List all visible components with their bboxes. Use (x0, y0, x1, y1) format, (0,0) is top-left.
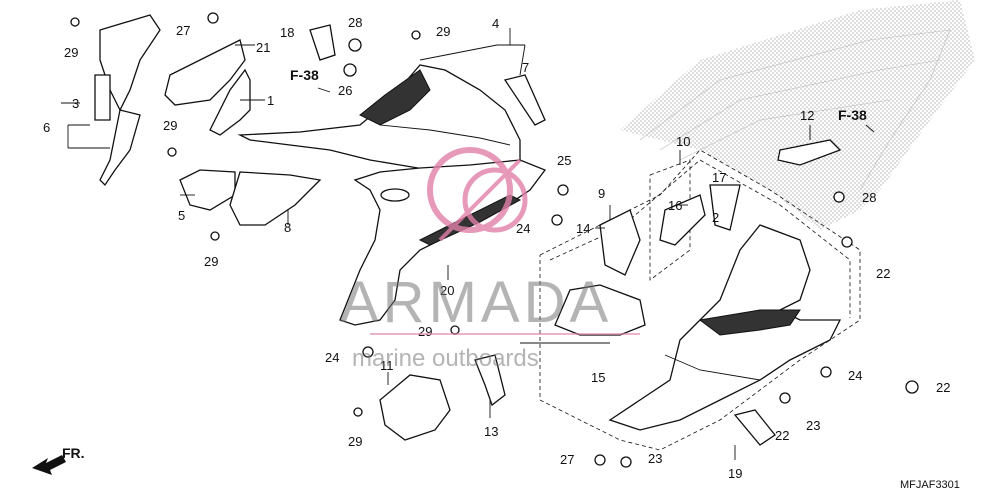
callout-7: 7 (522, 60, 529, 75)
callout-25: 25 (557, 153, 571, 168)
callout-22-b: 22 (775, 428, 789, 443)
callout-29-f: 29 (348, 434, 362, 449)
callout-13: 13 (484, 424, 498, 439)
fasteners (70, 12, 919, 468)
callout-26: 26 (338, 83, 352, 98)
callout-14: 14 (576, 221, 590, 236)
callout-1: 1 (267, 93, 274, 108)
callout-20: 20 (440, 283, 454, 298)
callout-24-c: 24 (848, 368, 862, 383)
front-arrow: FR. (32, 445, 85, 475)
watermark: ARMADA marine outboards (340, 147, 640, 372)
ref-f38-left: F-38 (290, 67, 319, 83)
callout-28-b: 28 (862, 190, 876, 205)
callout-10: 10 (676, 134, 690, 149)
callout-18: 18 (280, 25, 294, 40)
callout-24-b: 24 (325, 350, 339, 365)
under-cowl (608, 224, 842, 431)
callout-9: 9 (598, 186, 605, 201)
ref-f38-right: F-38 (838, 107, 867, 123)
upper-cowl (237, 64, 521, 176)
callout-27-b: 27 (560, 452, 574, 467)
callout-23: 23 (806, 418, 820, 433)
callout-4: 4 (492, 16, 499, 31)
wing-logo-shading (620, 0, 975, 230)
callout-29-c: 29 (163, 118, 177, 133)
callout-29-d: 29 (204, 254, 218, 269)
callout-15: 15 (591, 370, 605, 385)
callout-6: 6 (43, 120, 50, 135)
diagram-code: MFJAF3301 (900, 479, 960, 491)
callout-11: 11 (380, 358, 394, 373)
small-parts (94, 14, 842, 446)
callout-29-e: 29 (418, 324, 432, 339)
callout-12: 12 (800, 108, 814, 123)
callout-23-b: 23 (648, 451, 662, 466)
leader-lines (61, 28, 811, 460)
callout-29-b: 29 (436, 24, 450, 39)
callout-28: 28 (348, 15, 362, 30)
front-label: FR. (62, 445, 85, 461)
reference-labels: F-38 F-38 (290, 67, 875, 133)
callout-16: 16 (668, 198, 682, 213)
callout-3: 3 (72, 96, 79, 111)
callout-27: 27 (176, 23, 190, 38)
callout-17: 17 (712, 170, 726, 185)
watermark-logo-icon (427, 147, 528, 242)
callout-19: 19 (728, 466, 742, 481)
watermark-tagline: marine outboards (352, 345, 539, 372)
callout-24: 24 (516, 221, 530, 236)
callout-29: 29 (64, 45, 78, 60)
watermark-brand: ARMADA (340, 270, 612, 335)
callout-labels: 29 27 21 3 6 1 18 28 26 29 4 7 29 5 8 29… (43, 15, 950, 481)
callout-8: 8 (284, 220, 291, 235)
callout-22-c: 22 (936, 380, 950, 395)
callout-5: 5 (178, 208, 185, 223)
callout-21: 21 (256, 40, 270, 55)
callout-2: 2 (712, 210, 719, 225)
callout-22: 22 (876, 266, 890, 281)
